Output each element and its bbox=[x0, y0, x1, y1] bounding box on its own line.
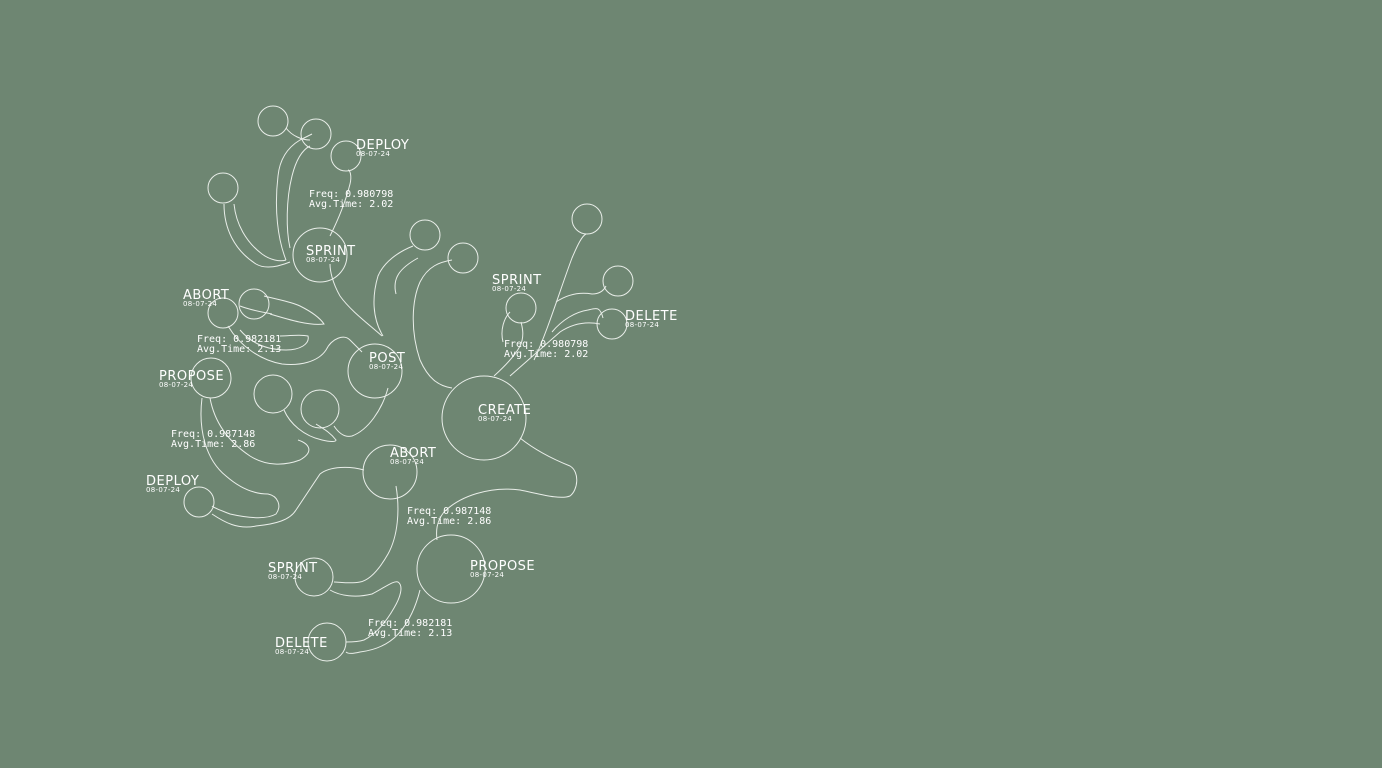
branch-propose-deploy bbox=[200, 397, 280, 519]
branch-post-leaf-hook bbox=[283, 409, 337, 442]
leaf-node[interactable] bbox=[571, 203, 603, 235]
node-label: DEPLOY bbox=[356, 138, 409, 153]
avg-time-text: Avg.Time: 2.86 bbox=[171, 439, 255, 450]
leaf-node[interactable] bbox=[409, 219, 441, 251]
node-label: DELETE bbox=[275, 636, 328, 651]
branch-fan-low bbox=[551, 307, 604, 333]
node-abort-mid[interactable] bbox=[362, 444, 418, 500]
avg-time-text: Avg.Time: 2.13 bbox=[368, 628, 452, 639]
node-date: 08-07-24 bbox=[356, 150, 390, 158]
node-date: 08-07-24 bbox=[159, 381, 193, 389]
node-label: SPRINT bbox=[492, 273, 542, 288]
branch-abort-left-inner bbox=[239, 329, 309, 351]
leaf-node[interactable] bbox=[300, 118, 332, 150]
node-date: 08-07-24 bbox=[268, 573, 302, 581]
branch-post-leaves bbox=[333, 387, 389, 437]
avg-time-text: Avg.Time: 2.02 bbox=[309, 199, 393, 210]
avg-time-text: Avg.Time: 2.86 bbox=[407, 516, 491, 527]
branch-top-leaf-link bbox=[285, 127, 311, 141]
node-sprint-low[interactable] bbox=[294, 557, 334, 597]
branch-deploy-to-abort bbox=[211, 466, 365, 528]
branch-sprint-stem-a bbox=[286, 145, 311, 249]
branch-propose-left-curve bbox=[209, 397, 310, 465]
node-date: 08-07-24 bbox=[306, 256, 340, 264]
branch-fan-upper bbox=[533, 233, 587, 361]
branch-propose-delete bbox=[345, 589, 421, 654]
branch-post-sprint bbox=[329, 263, 383, 337]
node-sprint-top[interactable] bbox=[292, 227, 348, 283]
node-label: PROPOSE bbox=[159, 369, 224, 384]
node-date: 08-07-24 bbox=[470, 571, 504, 579]
node-propose-low[interactable] bbox=[416, 534, 486, 604]
node-label: ABORT bbox=[183, 288, 229, 303]
branch-abort-left-to-post bbox=[227, 325, 363, 365]
node-circles bbox=[183, 105, 634, 662]
branch-fan-mid bbox=[555, 285, 607, 303]
branch-create-leaf-a bbox=[412, 259, 453, 389]
branch-abort-left-b bbox=[239, 305, 273, 315]
branch-abort-mid-down bbox=[333, 485, 399, 584]
freq-text: Freq: 0.982181 bbox=[197, 334, 281, 345]
node-date: 08-07-24 bbox=[625, 321, 659, 329]
branch-sprint-right-stem bbox=[501, 311, 511, 343]
node-date: 08-07-24 bbox=[478, 415, 512, 423]
freq-text: Freq: 0.980798 bbox=[309, 189, 393, 200]
node-date: 08-07-24 bbox=[275, 648, 309, 656]
node-create[interactable] bbox=[441, 375, 527, 461]
node-propose-left[interactable] bbox=[190, 357, 232, 399]
node-post[interactable] bbox=[347, 343, 403, 399]
node-deploy-left[interactable] bbox=[183, 486, 215, 518]
branch-lines bbox=[200, 127, 607, 654]
branch-left-hook bbox=[223, 203, 291, 268]
branch-sprint-stem-c bbox=[275, 133, 313, 261]
node-label: SPRINT bbox=[268, 561, 318, 576]
branch-abort-left-a bbox=[263, 295, 325, 325]
node-label: POST bbox=[369, 351, 405, 366]
freq-text: Freq: 0.987148 bbox=[407, 506, 491, 517]
branch-create-leaf-a2 bbox=[373, 245, 414, 337]
leaf-node[interactable] bbox=[253, 374, 293, 414]
node-label: DELETE bbox=[625, 309, 678, 324]
branch-create-right-fan bbox=[509, 322, 601, 377]
freq-text: Freq: 0.980798 bbox=[504, 339, 588, 350]
branch-left-hook-inner bbox=[233, 203, 287, 262]
node-label: ABORT bbox=[390, 446, 436, 461]
node-date: 08-07-24 bbox=[146, 486, 180, 494]
node-label: CREATE bbox=[478, 403, 531, 418]
branch-leaf-b bbox=[394, 257, 419, 295]
node-abort-left[interactable] bbox=[207, 297, 239, 329]
avg-time-text: Avg.Time: 2.02 bbox=[504, 349, 588, 360]
node-label: DEPLOY bbox=[146, 474, 199, 489]
node-label: PROPOSE bbox=[470, 559, 535, 574]
node-date: 08-07-24 bbox=[369, 363, 403, 371]
node-delete-low[interactable] bbox=[307, 622, 347, 662]
node-deploy-top[interactable] bbox=[330, 140, 362, 172]
node-labels: CREATE 08-07-24 POST 08-07-24 ABORT 08-0… bbox=[146, 138, 678, 656]
node-date: 08-07-24 bbox=[183, 300, 217, 308]
leaf-node[interactable] bbox=[207, 172, 239, 204]
freq-text: Freq: 0.987148 bbox=[171, 429, 255, 440]
leaf-node[interactable] bbox=[257, 105, 289, 137]
node-delete-right[interactable] bbox=[596, 308, 628, 340]
avg-time-text: Avg.Time: 2.13 bbox=[197, 344, 281, 355]
branch-create-sprint-right bbox=[493, 321, 524, 377]
node-label: SPRINT bbox=[306, 244, 356, 259]
branch-sprint-stem-b bbox=[329, 169, 352, 237]
leaf-node[interactable] bbox=[447, 242, 479, 274]
branch-sprint-low-hook bbox=[329, 581, 402, 643]
edge-stats: Freq: 0.980798 Avg.Time: 2.02 Freq: 0.98… bbox=[171, 189, 588, 639]
leaf-node[interactable] bbox=[300, 389, 340, 429]
node-date: 08-07-24 bbox=[390, 458, 424, 466]
leaf-node[interactable] bbox=[238, 288, 270, 320]
node-date: 08-07-24 bbox=[492, 285, 526, 293]
freq-text: Freq: 0.982181 bbox=[368, 618, 452, 629]
branch-create-propose bbox=[436, 437, 578, 541]
node-sprint-right[interactable] bbox=[505, 292, 537, 324]
leaf-node[interactable] bbox=[602, 265, 634, 297]
